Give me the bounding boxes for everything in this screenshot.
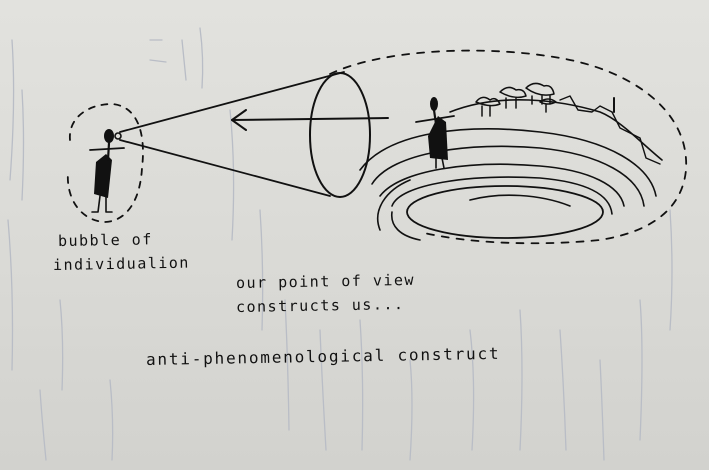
bleed-through-marks bbox=[7, 27, 673, 461]
hilltop-trees bbox=[475, 82, 557, 117]
large-figure bbox=[415, 97, 455, 169]
pov-label-line2: constructs us... bbox=[235, 295, 405, 316]
bubble-label-line2: individualion bbox=[52, 253, 191, 274]
pov-label-line1: our point of view bbox=[235, 270, 416, 292]
small-figure bbox=[89, 129, 125, 213]
bubble-label-line1: bubble of bbox=[57, 230, 153, 250]
bubble-of-individuation bbox=[67, 103, 144, 223]
landscape-crater bbox=[359, 95, 663, 241]
viewing-cone bbox=[119, 71, 389, 198]
world-bubble bbox=[329, 49, 687, 245]
